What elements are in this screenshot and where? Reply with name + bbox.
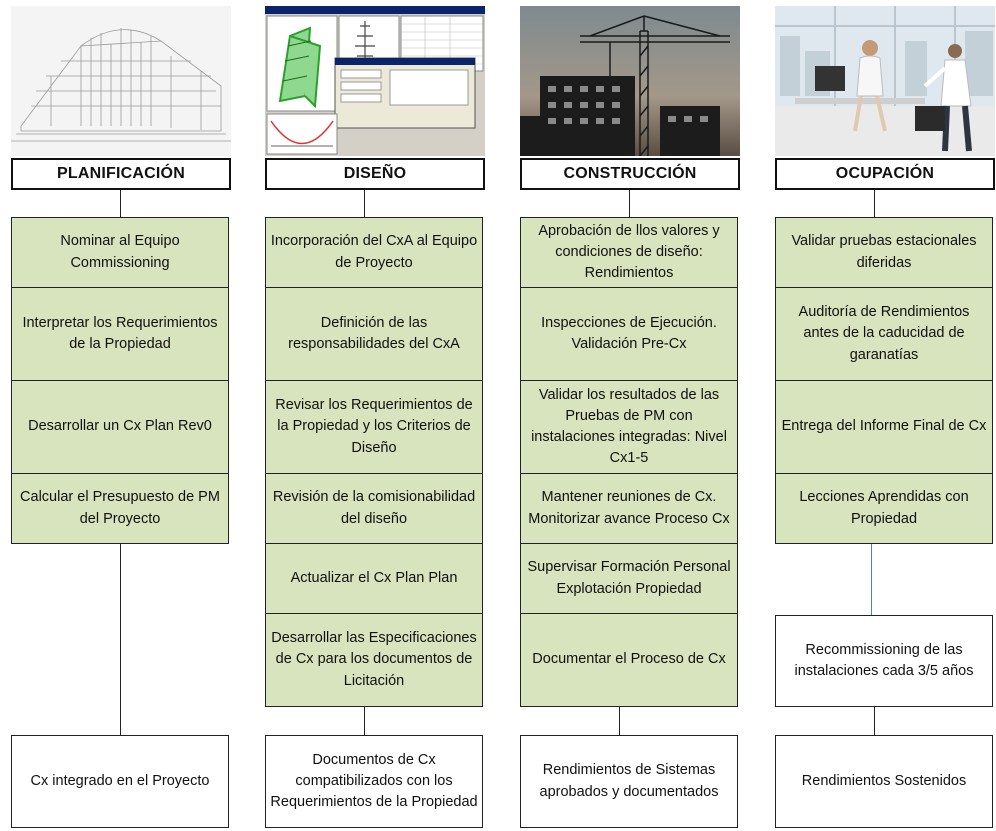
step-box: Validar pruebas estacionales diferidas <box>775 217 993 288</box>
step-box: Validar los resultados de las Pruebas de… <box>520 380 738 474</box>
connector-line <box>120 190 121 217</box>
step-box: Actualizar el Cx Plan Plan <box>265 543 483 614</box>
step-box: Supervisar Formación Personal Explotació… <box>520 543 738 614</box>
connector-line <box>874 190 875 217</box>
construction-crane-image <box>520 6 740 156</box>
step-box: Auditoría de Rendimientos antes de la ca… <box>775 287 993 381</box>
connector-line <box>619 707 620 735</box>
outcome-box: Cx integrado en el Proyecto <box>11 735 229 828</box>
step-box: Lecciones Aprendidas con Propiedad <box>775 473 993 544</box>
step-box: Revisión de la comisionabilidad del dise… <box>265 473 483 544</box>
building-wireframe-image <box>11 6 231 156</box>
outcome-box: Documentos de Cx compatibilizados con lo… <box>265 735 483 828</box>
step-box: Incorporación del CxA al Equipo de Proye… <box>265 217 483 288</box>
office-occupants-image <box>775 6 995 156</box>
outcome-box: Rendimientos Sostenidos <box>775 735 993 828</box>
stage-header: DISEÑO <box>265 158 485 190</box>
stage-header: OCUPACIÓN <box>775 158 995 190</box>
step-box: Mantener reuniones de Cx. Monitorizar av… <box>520 473 738 544</box>
step-box: Definición de las responsabilidades del … <box>265 287 483 381</box>
connector-line <box>871 544 872 615</box>
step-box: Nominar al Equipo Commissioning <box>11 217 229 288</box>
connector-line <box>364 707 365 735</box>
connector-line <box>120 544 121 735</box>
column-diseno: DISEÑO Incorporación del CxA al Equipo d… <box>265 0 485 831</box>
step-box: Revisar los Requerimientos de la Propied… <box>265 380 483 474</box>
step-box: Interpretar los Requerimientos de la Pro… <box>11 287 229 381</box>
step-box: Calcular el Presupuesto de PM del Proyec… <box>11 473 229 544</box>
stage-header: PLANIFICACIÓN <box>11 158 231 190</box>
outcome-box: Rendimientos de Sistemas aprobados y doc… <box>520 735 738 828</box>
step-box: Documentar el Proceso de Cx <box>520 613 738 707</box>
structural-software-screenshot <box>265 6 485 156</box>
column-construccion: CONSTRUCCIÓN Aprobación de llos valores … <box>520 0 740 831</box>
step-box: Aprobación de llos valores y condiciones… <box>520 217 738 288</box>
column-planificacion: PLANIFICACIÓN Nominar al Equipo Commissi… <box>11 0 231 831</box>
stage-header: CONSTRUCCIÓN <box>520 158 740 190</box>
recommissioning-box: Recommissioning de las instalaciones cad… <box>775 615 993 707</box>
step-box: Entrega del Informe Final de Cx <box>775 380 993 474</box>
connector-line <box>874 707 875 735</box>
step-box: Desarrollar las Especificaciones de Cx p… <box>265 613 483 707</box>
step-box: Desarrollar un Cx Plan Rev0 <box>11 380 229 474</box>
connector-line <box>629 190 630 217</box>
step-box: Inspecciones de Ejecución. Validación Pr… <box>520 287 738 381</box>
column-ocupacion: OCUPACIÓN Validar pruebas estacionales d… <box>775 0 995 831</box>
connector-line <box>364 190 365 217</box>
